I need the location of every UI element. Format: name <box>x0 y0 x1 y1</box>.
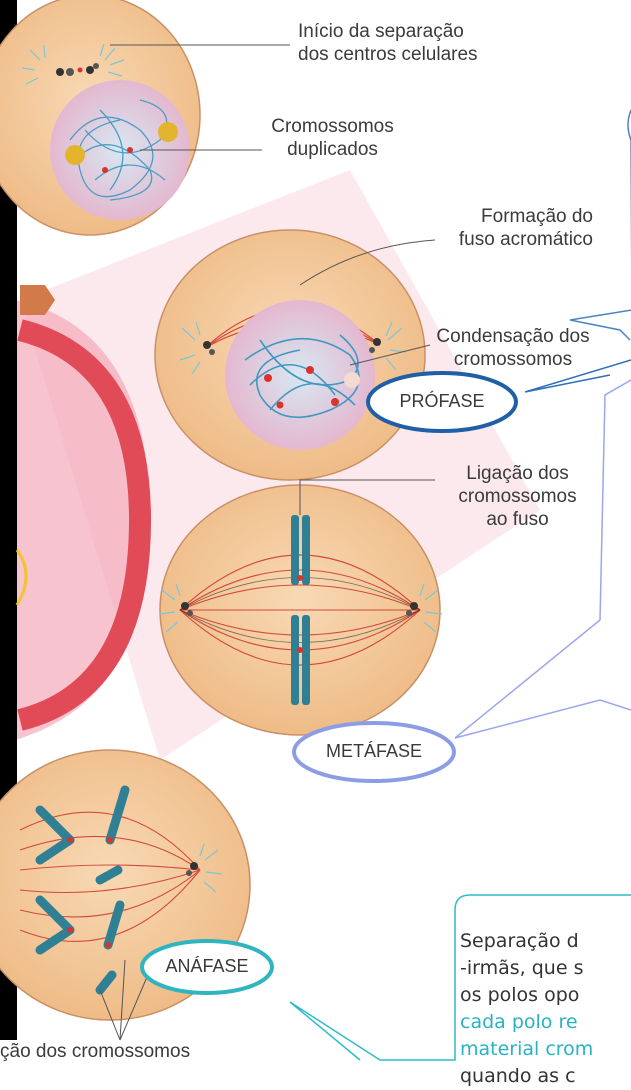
label-inicio-separacao: Início da separação dos centros celulare… <box>298 20 478 66</box>
label-line: fuso acromático <box>438 228 593 251</box>
label-line: Início da separação <box>298 20 478 43</box>
label-line: duplicados <box>265 138 400 161</box>
label-condensacao: Condensação dos cromossomos <box>428 325 598 371</box>
cell-prophase <box>155 230 425 480</box>
label-cromossomos-duplicados: Cromossomos duplicados <box>265 115 400 161</box>
callout-line: cada polo re <box>460 1009 631 1036</box>
label-line: cromossomos <box>455 485 580 508</box>
phase-profase: PRÓFASE <box>368 391 516 412</box>
callout-line: -irmãs, que s <box>460 955 631 982</box>
label-bottom-caption: ção dos cromossomos <box>0 1040 190 1063</box>
label-line: Ligação dos <box>455 462 580 485</box>
label-line: cromossomos <box>428 348 598 371</box>
cell-metaphase <box>160 485 442 735</box>
label-line: ao fuso <box>455 508 580 531</box>
label-formacao-fuso: Formação do fuso acromático <box>438 205 593 251</box>
callout-line: os polos opo <box>460 982 631 1009</box>
cell-early-prophase <box>0 0 200 235</box>
label-line: Condensação dos <box>428 325 598 348</box>
callout-line: Separação d <box>460 928 631 955</box>
label-line: Formação do <box>438 205 593 228</box>
label-ligacao: Ligação dos cromossomos ao fuso <box>455 462 580 531</box>
callout-line: quando as c <box>460 1063 631 1090</box>
label-line: dos centros celulares <box>298 43 478 66</box>
label-line: Cromossomos <box>265 115 400 138</box>
anafase-callout-text: Separação d -irmãs, que s os polos opo c… <box>460 928 631 1090</box>
callout-line: material crom <box>460 1036 631 1063</box>
phase-anafase: ANÁFASE <box>142 956 272 977</box>
phase-metafase: METÁFASE <box>294 741 454 762</box>
